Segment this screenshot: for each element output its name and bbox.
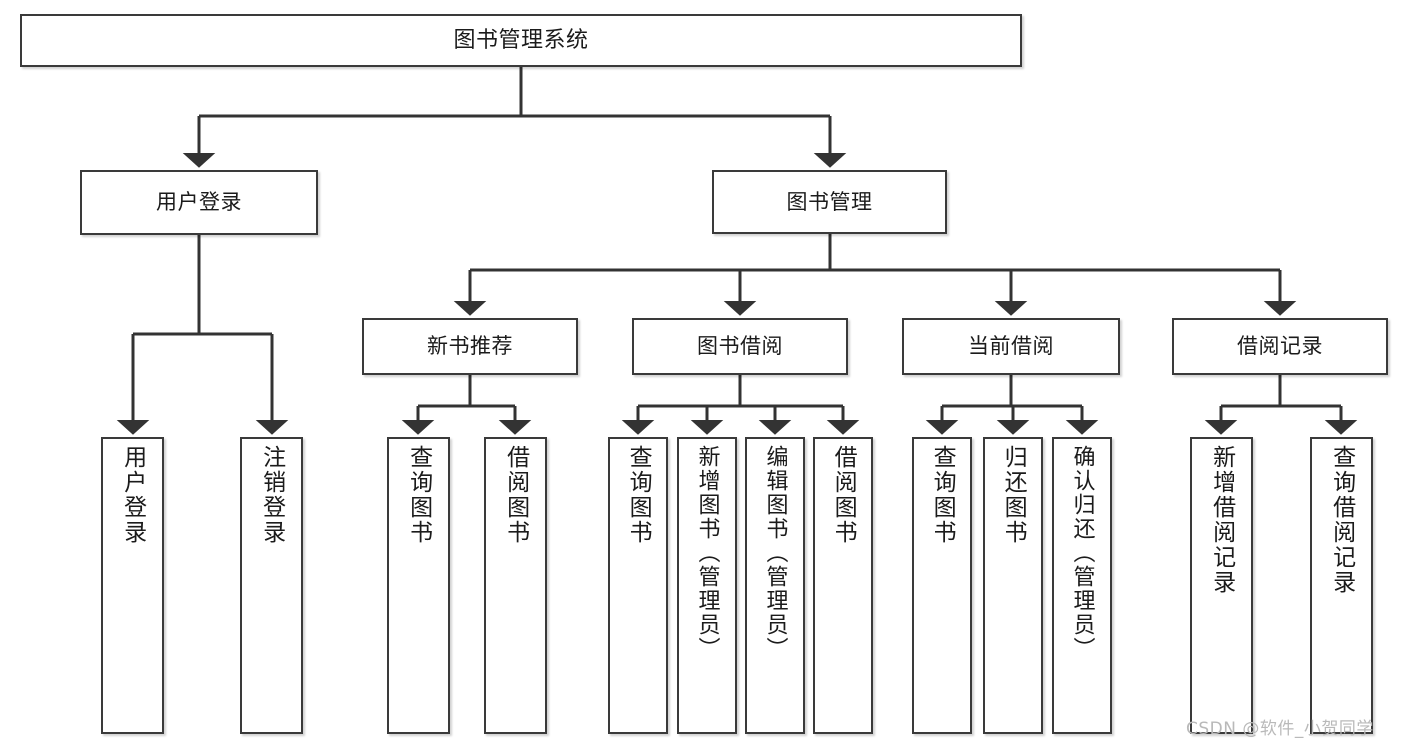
node-level1-book-management[interactable]: 图书管理 xyxy=(712,170,947,234)
node-label: 用户登录 xyxy=(156,190,242,215)
node-leaf-return-book[interactable]: 归还图书 xyxy=(983,437,1043,734)
node-level2-book-borrow[interactable]: 图书借阅 xyxy=(632,318,848,375)
node-leaf-borrow-book-2[interactable]: 借阅图书 xyxy=(813,437,873,734)
node-leaf-logout[interactable]: 注销登录 xyxy=(240,437,303,734)
node-level2-borrow-record[interactable]: 借阅记录 xyxy=(1172,318,1388,375)
node-label: 借阅图书 xyxy=(502,445,529,545)
node-label: 查询借阅记录 xyxy=(1328,445,1355,595)
node-label: 确认归还（管理员） xyxy=(1069,445,1095,661)
node-leaf-query-book-1[interactable]: 查询图书 xyxy=(387,437,450,734)
node-label: 新增借阅记录 xyxy=(1208,445,1235,595)
node-label: 查询图书 xyxy=(929,445,956,545)
node-leaf-query-borrow-record[interactable]: 查询借阅记录 xyxy=(1310,437,1373,734)
node-leaf-borrow-book-1[interactable]: 借阅图书 xyxy=(484,437,547,734)
node-level2-new-book-recommend[interactable]: 新书推荐 xyxy=(362,318,578,375)
node-label: 注销登录 xyxy=(258,445,285,545)
node-label: 查询图书 xyxy=(625,445,652,545)
node-label: 图书借阅 xyxy=(697,334,783,359)
node-label: 新增图书（管理员） xyxy=(694,445,720,661)
node-label: 借阅记录 xyxy=(1237,334,1323,359)
node-label: 查询图书 xyxy=(405,445,432,545)
node-leaf-query-book-2[interactable]: 查询图书 xyxy=(608,437,668,734)
node-root[interactable]: 图书管理系统 xyxy=(20,14,1022,67)
node-label: 图书管理 xyxy=(786,189,873,214)
node-leaf-edit-book-admin[interactable]: 编辑图书（管理员） xyxy=(745,437,805,734)
node-label: 用户登录 xyxy=(119,445,146,545)
watermark: CSDN @软件_小贺同学 xyxy=(1186,719,1374,739)
node-leaf-add-borrow-record[interactable]: 新增借阅记录 xyxy=(1190,437,1253,734)
node-label: 新书推荐 xyxy=(427,334,513,359)
node-level2-current-borrow[interactable]: 当前借阅 xyxy=(902,318,1120,375)
node-label: 图书管理系统 xyxy=(453,27,589,53)
node-label: 借阅图书 xyxy=(830,445,857,545)
node-leaf-query-book-3[interactable]: 查询图书 xyxy=(912,437,972,734)
node-leaf-add-book-admin[interactable]: 新增图书（管理员） xyxy=(677,437,737,734)
node-leaf-user-login[interactable]: 用户登录 xyxy=(101,437,164,734)
node-level1-user-login[interactable]: 用户登录 xyxy=(80,170,318,235)
node-label: 编辑图书（管理员） xyxy=(762,445,788,661)
node-leaf-confirm-return-admin[interactable]: 确认归还（管理员） xyxy=(1052,437,1112,734)
node-label: 当前借阅 xyxy=(968,334,1054,359)
node-label: 归还图书 xyxy=(1000,445,1027,545)
